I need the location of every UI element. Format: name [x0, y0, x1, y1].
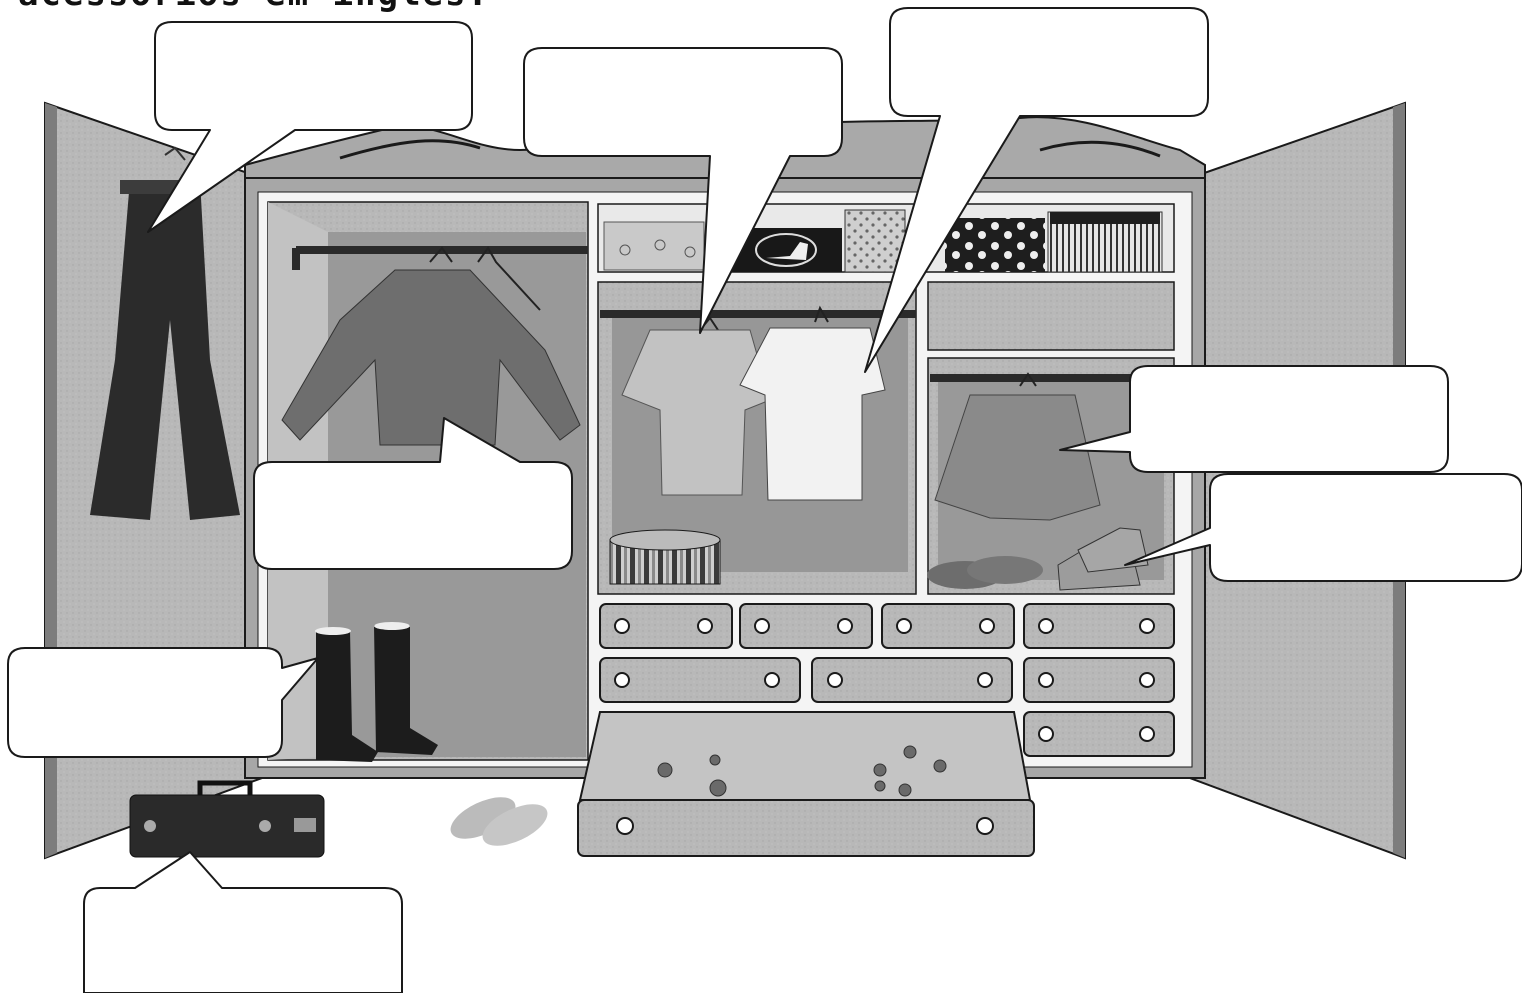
- jeans-callout: [165, 40, 460, 120]
- boots-callout: [18, 664, 268, 744]
- suitcase-callout: [96, 904, 391, 984]
- open-drawer: [578, 712, 1034, 856]
- tshirt-callout: [534, 64, 829, 144]
- sneakers-callout: [1220, 490, 1510, 570]
- hat-box: [610, 530, 720, 584]
- skirt-callout: [1140, 382, 1435, 462]
- shirt-callout: [900, 24, 1195, 104]
- flip-flops: [445, 789, 554, 855]
- jacket-callout: [264, 478, 559, 558]
